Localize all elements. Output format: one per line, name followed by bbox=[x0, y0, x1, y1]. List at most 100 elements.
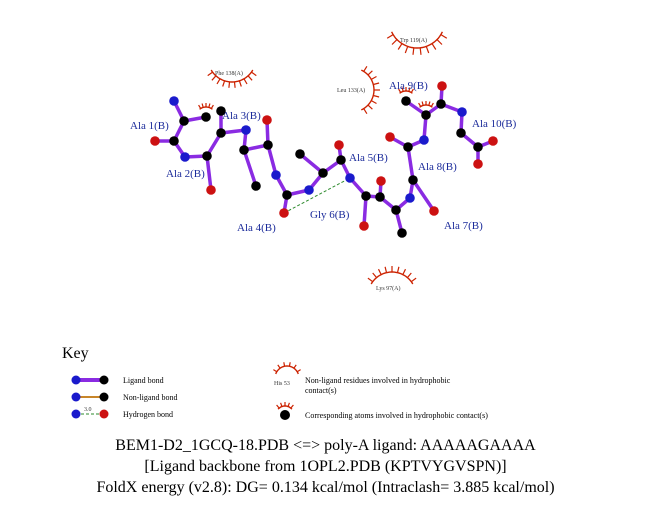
residue-label-gly6: Gly 6(B) bbox=[310, 209, 350, 221]
hydrophobic-arc-phe138 bbox=[207, 69, 257, 88]
carbon-atom bbox=[202, 151, 212, 161]
carbon-atom bbox=[375, 192, 385, 202]
hydrophobic-atom-contact-ala9b bbox=[418, 101, 434, 108]
oxygen-atom bbox=[359, 221, 369, 231]
key-hydrophobic-residue-icon bbox=[273, 362, 301, 375]
carbon-atom bbox=[456, 128, 466, 138]
carbon-atom bbox=[361, 191, 371, 201]
carbon-atom bbox=[436, 99, 446, 109]
oxygen-atom bbox=[488, 136, 498, 146]
oxygen-atom bbox=[437, 81, 447, 91]
oxygen-atom bbox=[334, 140, 344, 150]
carbon-atom bbox=[216, 106, 226, 116]
caption-line-1: BEM1-D2_1GCQ-18.PDB <=> poly-A ligand: A… bbox=[115, 437, 536, 454]
carbon-atom bbox=[169, 136, 179, 146]
ligand-bond bbox=[362, 194, 368, 228]
ligand-bond bbox=[406, 145, 415, 182]
hydrophobic-atom-contact-ala9 bbox=[398, 87, 414, 94]
key-title: Key bbox=[62, 345, 89, 362]
key-ligand-bond-atom-c bbox=[99, 375, 109, 385]
carbon-atom bbox=[473, 142, 483, 152]
carbon-atom bbox=[295, 149, 305, 159]
nitrogen-atom bbox=[271, 170, 281, 180]
nitrogen-atom bbox=[241, 125, 251, 135]
key-ligand-bond-label: Ligand bond bbox=[123, 376, 164, 385]
carbon-atom bbox=[403, 142, 413, 152]
residue-label-ala2: Ala 2(B) bbox=[166, 168, 205, 180]
carbon-atom bbox=[239, 145, 249, 155]
residue-labels: Ala 1(B) Ala 2(B) Ala 3(B) Ala 4(B) Ala … bbox=[130, 37, 517, 292]
ligand-bond bbox=[242, 148, 258, 188]
residue-label-ala1: Ala 1(B) bbox=[130, 120, 169, 132]
key-non-ligand-bond-atom-n bbox=[71, 392, 81, 402]
key-hydrophobic-atom-spikes bbox=[276, 402, 294, 410]
key-hydrogen-bond-atom-o bbox=[99, 409, 109, 419]
hydrophobic-label-trp119: Trp 119(A) bbox=[400, 37, 427, 44]
nitrogen-atom bbox=[405, 193, 415, 203]
hydrophobic-arc-leu133 bbox=[360, 65, 380, 115]
residue-label-ala5: Ala 5(B) bbox=[349, 152, 388, 164]
nitrogen-atom bbox=[419, 135, 429, 145]
carbon-atom bbox=[201, 112, 211, 122]
residue-label-ala8: Ala 8(B) bbox=[418, 161, 457, 173]
oxygen-atom bbox=[473, 159, 483, 169]
key-hydrophobic-atom bbox=[280, 410, 290, 420]
key-hydrophobic-residues-line2: contact(s) bbox=[305, 386, 337, 395]
oxygen-atom bbox=[262, 115, 272, 125]
oxygen-atom bbox=[429, 206, 439, 216]
nitrogen-atom bbox=[345, 173, 355, 183]
carbon-atom bbox=[251, 181, 261, 191]
carbon-atom bbox=[391, 205, 401, 215]
ligand-bond bbox=[411, 178, 436, 213]
residue-label-ala10: Ala 10(B) bbox=[472, 118, 517, 130]
residue-label-ala7: Ala 7(B) bbox=[444, 220, 483, 232]
hydrophobic-contacts bbox=[198, 31, 448, 285]
hydrophobic-label-phe138: Phe 138(A) bbox=[215, 70, 243, 77]
hydrophobic-arc-trp119 bbox=[386, 31, 448, 55]
carbon-atom bbox=[421, 110, 431, 120]
key-non-ligand-bond-atom-c bbox=[99, 392, 109, 402]
key-hydrophobic-residues-line1: Non-ligand residues involved in hydropho… bbox=[305, 376, 451, 385]
carbon-atom bbox=[408, 175, 418, 185]
caption-line-3: FoldX energy (v2.8): DG= 0.134 kcal/mol … bbox=[96, 479, 555, 496]
oxygen-atom bbox=[206, 185, 216, 195]
carbon-atom bbox=[401, 96, 411, 106]
hydrophobic-arc-lys97 bbox=[367, 266, 417, 285]
key-hydrogen-bond-label: Hydrogen bond bbox=[123, 410, 173, 419]
key-ligand-bond-atom-n bbox=[71, 375, 81, 385]
carbon-atom bbox=[282, 190, 292, 200]
ligand-bond bbox=[205, 154, 213, 192]
nitrogen-atom bbox=[304, 185, 314, 195]
residue-label-ala9: Ala 9(B) bbox=[389, 80, 428, 92]
carbon-atom bbox=[397, 228, 407, 238]
oxygen-atom bbox=[279, 208, 289, 218]
legend-key: Key Ligand bond Non-ligand bond 3.0 Hydr… bbox=[62, 345, 488, 420]
key-hydrogen-bond-atom-n bbox=[71, 409, 81, 419]
key-hydrophobic-atoms-label: Corresponding atoms involved in hydropho… bbox=[305, 411, 488, 420]
nitrogen-atom bbox=[169, 96, 179, 106]
key-hydrogen-bond-distance: 3.0 bbox=[84, 407, 92, 413]
oxygen-atom bbox=[150, 136, 160, 146]
carbon-atom bbox=[336, 155, 346, 165]
key-hydrophobic-example-label: His 53 bbox=[274, 381, 290, 387]
ligand-bond bbox=[298, 152, 325, 175]
caption-line-2: [Ligand backbone from 1OPL2.PDB (KPTVYGV… bbox=[144, 458, 507, 475]
carbon-atom bbox=[179, 116, 189, 126]
hydrogen-bonds bbox=[283, 177, 351, 214]
ligand-bond bbox=[266, 143, 278, 177]
carbon-atom bbox=[216, 128, 226, 138]
ligand-atoms bbox=[150, 81, 498, 238]
hydrophobic-label-leu133: Leu 133(A) bbox=[337, 87, 365, 94]
oxygen-atom bbox=[385, 132, 395, 142]
oxygen-atom bbox=[376, 176, 386, 186]
nitrogen-atom bbox=[180, 152, 190, 162]
hydrophobic-label-lys97: Lys 97(A) bbox=[376, 285, 401, 292]
carbon-atom bbox=[263, 140, 273, 150]
residue-label-ala4: Ala 4(B) bbox=[237, 222, 276, 234]
residue-label-ala3: Ala 3(B) bbox=[222, 110, 261, 122]
key-hydrophobic-atom-icon bbox=[276, 402, 294, 410]
nitrogen-atom bbox=[457, 107, 467, 117]
hydrophobic-atom-contact-ala3 bbox=[198, 103, 214, 110]
carbon-atom bbox=[318, 168, 328, 178]
